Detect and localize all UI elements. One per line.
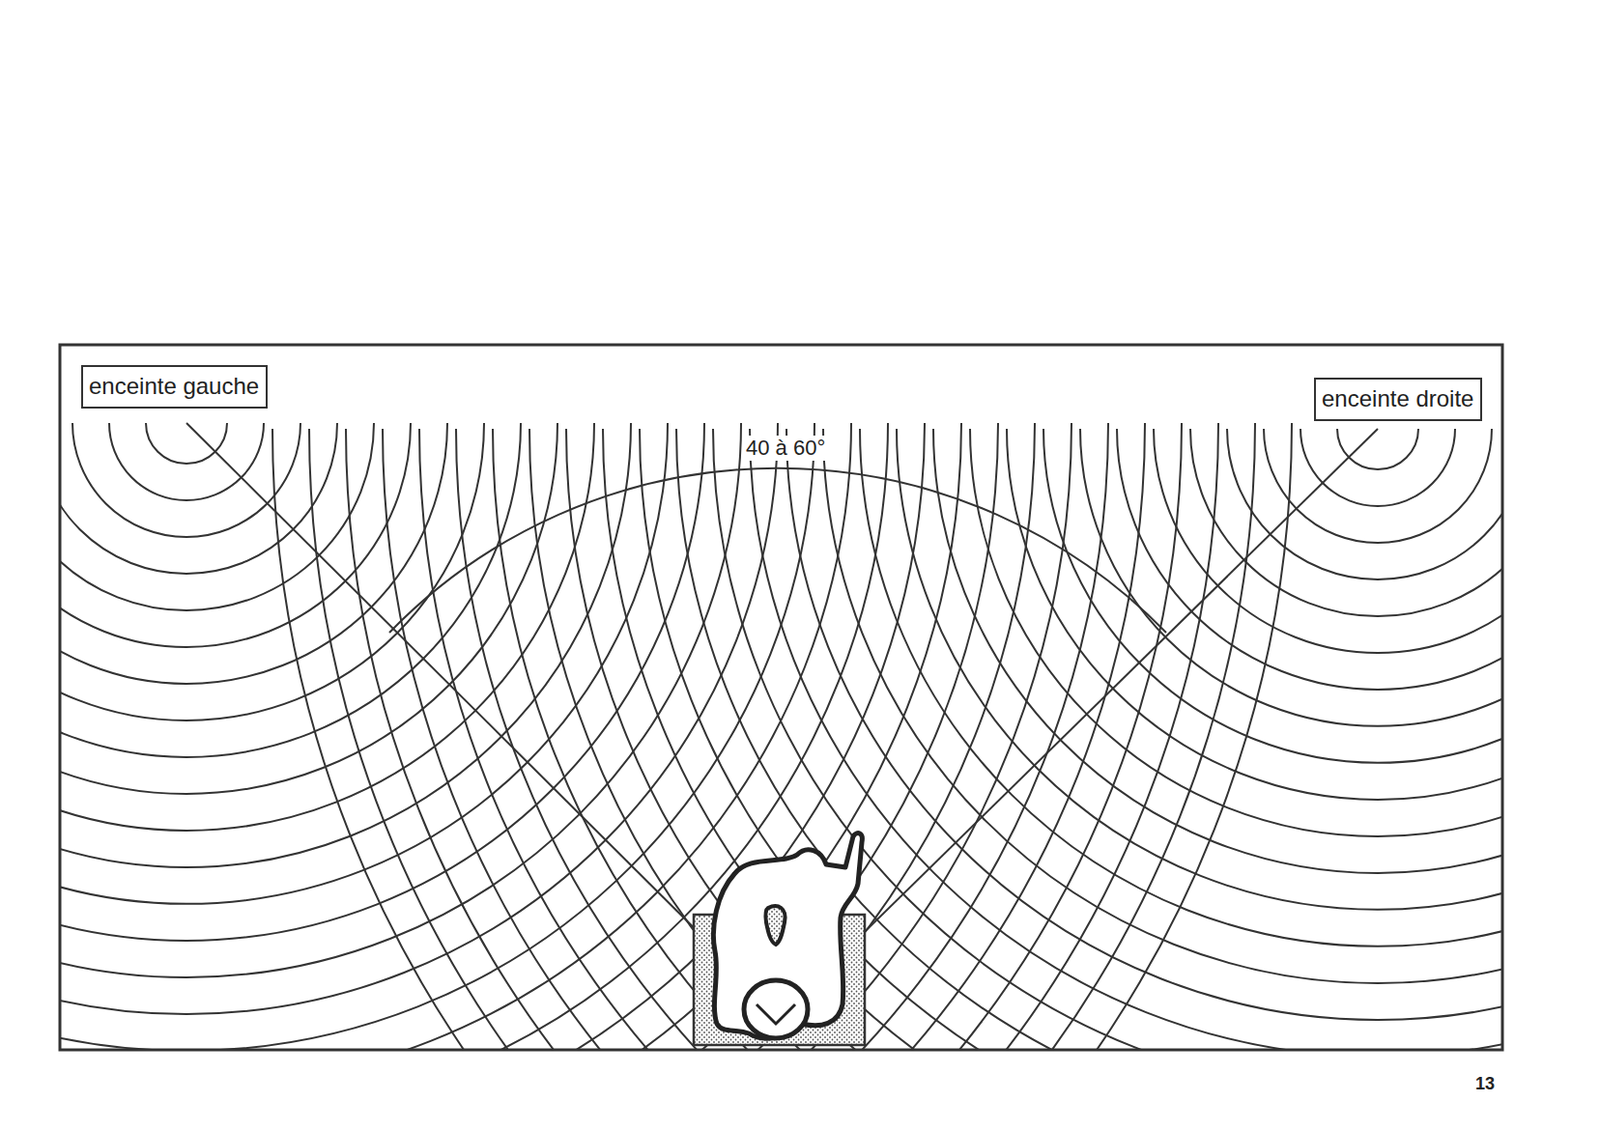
- sound-waves: [59, 423, 1503, 1051]
- wave-arc: [1227, 428, 1503, 580]
- speaker-label: enceinte droite: [1321, 385, 1475, 414]
- wave-arc: [59, 423, 668, 905]
- wave-arc: [896, 428, 1503, 911]
- wave-arc: [1300, 428, 1456, 507]
- wave-arc: [272, 428, 1503, 1051]
- wave-arc: [492, 428, 1503, 1051]
- wave-arc: [59, 423, 962, 1051]
- listener-figure: [693, 833, 865, 1046]
- wave-arc: [933, 428, 1503, 874]
- wave-arc: [59, 423, 558, 795]
- wave-arc: [59, 423, 888, 1051]
- angle-label: 40 à 60°: [742, 435, 829, 461]
- wave-arc: [1080, 428, 1503, 727]
- wave-arc: [59, 423, 742, 978]
- wave-arc: [970, 428, 1503, 837]
- wave-arc: [59, 423, 411, 648]
- wave-arc: [1116, 428, 1503, 690]
- wave-arc: [59, 423, 1292, 1051]
- speaker-label: enceinte gauche: [88, 372, 260, 401]
- wave-arc: [1043, 428, 1503, 764]
- listening-axes: [186, 423, 1378, 1015]
- wave-arc: [1263, 428, 1492, 543]
- wave-arc: [823, 428, 1503, 984]
- wave-arc: [786, 428, 1503, 1021]
- wave-arc: [59, 423, 705, 942]
- wave-arc: [72, 423, 301, 538]
- wave-arc: [456, 428, 1503, 1051]
- wave-arc: [59, 423, 1256, 1051]
- wave-arc: [109, 423, 264, 501]
- wave-arc: [676, 428, 1503, 1051]
- wave-arc: [529, 428, 1503, 1051]
- wave-arc: [309, 428, 1503, 1051]
- wave-arc: [1190, 428, 1503, 617]
- wave-arc: [59, 423, 925, 1051]
- frame: [59, 344, 1503, 1051]
- speaker-box: enceinte droite: [1314, 377, 1483, 422]
- wave-arc: [59, 423, 1072, 1051]
- wave-arc: [59, 423, 1219, 1051]
- wave-arc: [59, 423, 448, 685]
- wave-arc: [59, 423, 338, 574]
- wave-arc: [1006, 428, 1503, 800]
- speaker-box: enceinte gauche: [81, 365, 268, 409]
- wave-arc: [859, 428, 1503, 947]
- wave-arc: [59, 423, 1145, 1051]
- wave-arc: [566, 428, 1503, 1051]
- wave-arc: [1337, 428, 1419, 470]
- wave-arc: [1153, 428, 1503, 654]
- wave-arc: [59, 423, 778, 1015]
- wave-arc: [639, 428, 1503, 1051]
- page-number: 13: [1475, 1074, 1495, 1095]
- wave-arc: [419, 428, 1503, 1051]
- wave-arc: [59, 423, 1109, 1051]
- wave-arc: [145, 423, 228, 464]
- wave-arc: [382, 428, 1503, 1051]
- wave-arc: [59, 423, 631, 868]
- wave-arc: [59, 423, 999, 1051]
- wave-arc: [713, 428, 1503, 1051]
- wave-arc: [59, 423, 374, 611]
- wave-arc: [345, 428, 1503, 1051]
- wave-arc: [59, 423, 521, 758]
- wave-arc: [602, 428, 1503, 1051]
